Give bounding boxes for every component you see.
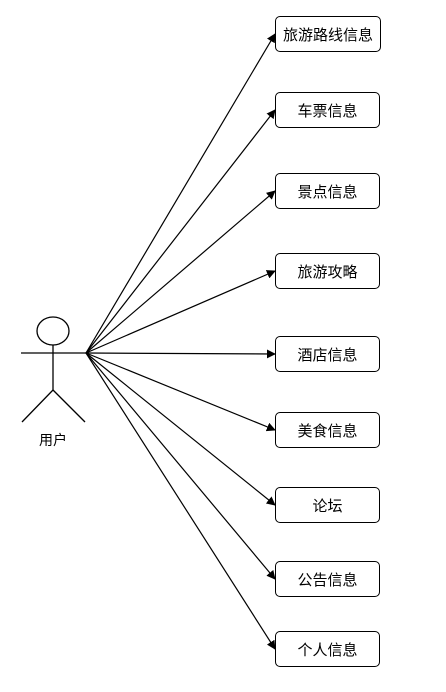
actor-label: 用户 <box>39 433 67 449</box>
association-arrow-8 <box>85 352 276 580</box>
association-arrow-5 <box>85 349 276 359</box>
use-case-attraction-info: 景点信息 <box>275 173 380 209</box>
use-case-personal-info: 个人信息 <box>275 631 380 667</box>
use-case-forum: 论坛 <box>275 487 380 523</box>
actor-right-leg <box>52 389 86 423</box>
use-case-ticket-info: 车票信息 <box>275 92 380 128</box>
association-arrow-6 <box>85 352 276 432</box>
actor-head <box>36 316 70 346</box>
association-arrow-2 <box>85 109 276 354</box>
actor-left-leg <box>21 389 54 423</box>
association-arrows <box>85 33 276 650</box>
association-arrow-1 <box>85 33 276 354</box>
association-arrow-7 <box>85 352 276 506</box>
association-arrow-9 <box>85 352 276 650</box>
association-arrow-3 <box>85 190 276 354</box>
use-case-route-info: 旅游路线信息 <box>275 16 381 52</box>
use-case-announcement-info: 公告信息 <box>275 561 380 597</box>
use-case-food-info: 美食信息 <box>275 412 380 448</box>
association-arrow-4 <box>85 270 276 354</box>
actor-figure <box>21 316 86 423</box>
use-case-hotel-info: 酒店信息 <box>275 336 380 372</box>
use-case-travel-guide: 旅游攻略 <box>275 253 380 289</box>
